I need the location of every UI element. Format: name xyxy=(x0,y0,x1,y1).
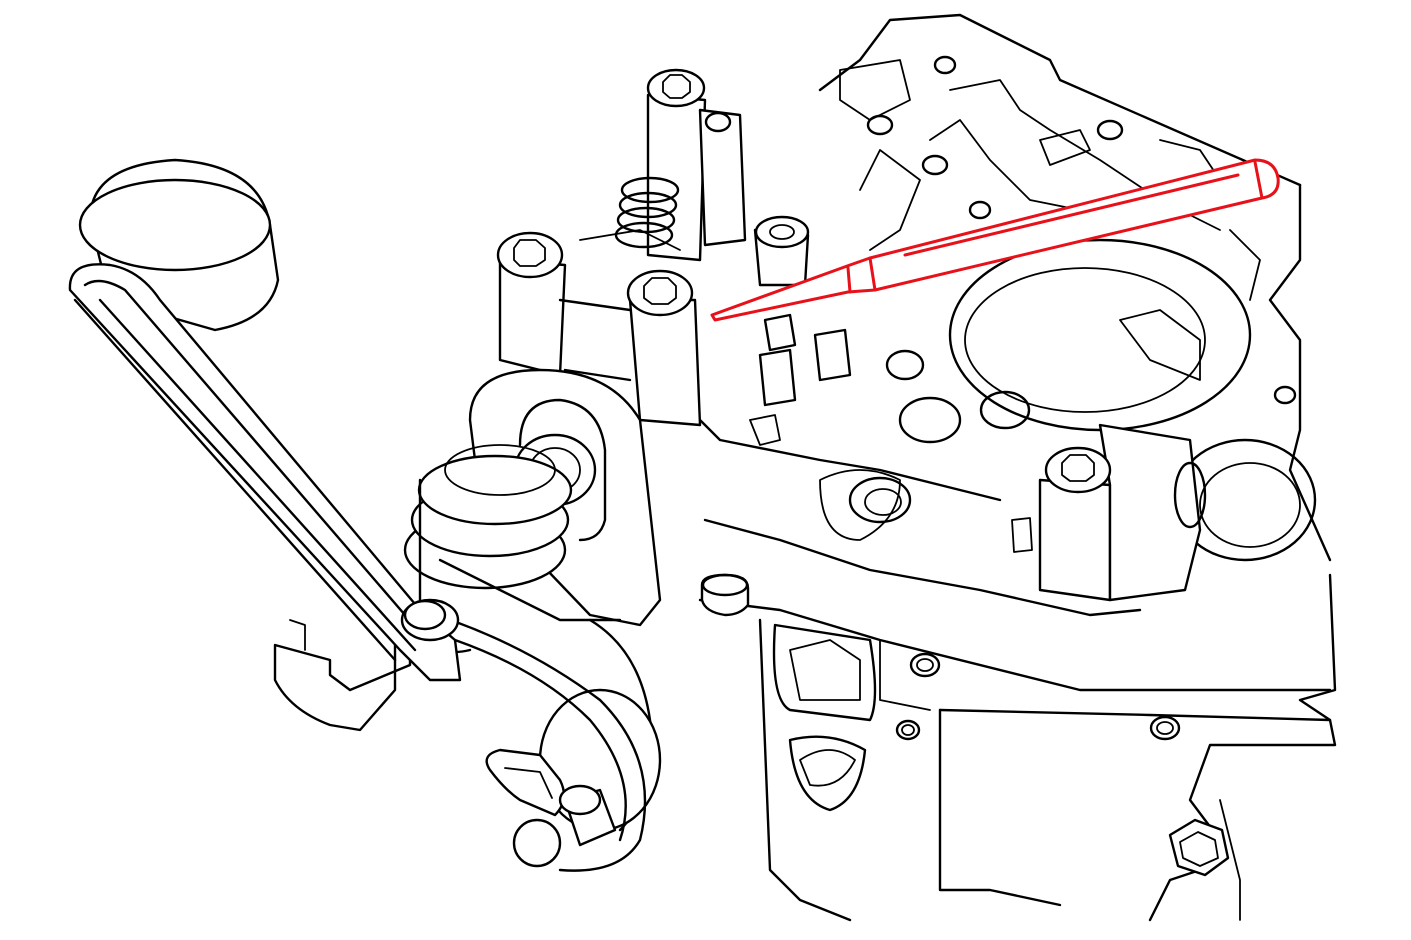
housing-block xyxy=(698,13,1337,922)
ball-pin xyxy=(512,784,617,868)
spring xyxy=(614,176,680,249)
threaded-hole-2 xyxy=(895,719,921,741)
threaded-hole-1 xyxy=(909,652,941,678)
plug xyxy=(700,573,750,617)
valve-posts xyxy=(496,68,1031,446)
hex-bolt xyxy=(1168,818,1230,877)
pin-joint xyxy=(400,598,460,642)
holding-tool xyxy=(68,158,647,872)
screwdriver-tool-highlight xyxy=(710,158,1280,322)
threaded-hole-3 xyxy=(1149,715,1181,741)
pulley-assembly xyxy=(273,368,662,832)
right-bolt-block xyxy=(1011,423,1207,602)
